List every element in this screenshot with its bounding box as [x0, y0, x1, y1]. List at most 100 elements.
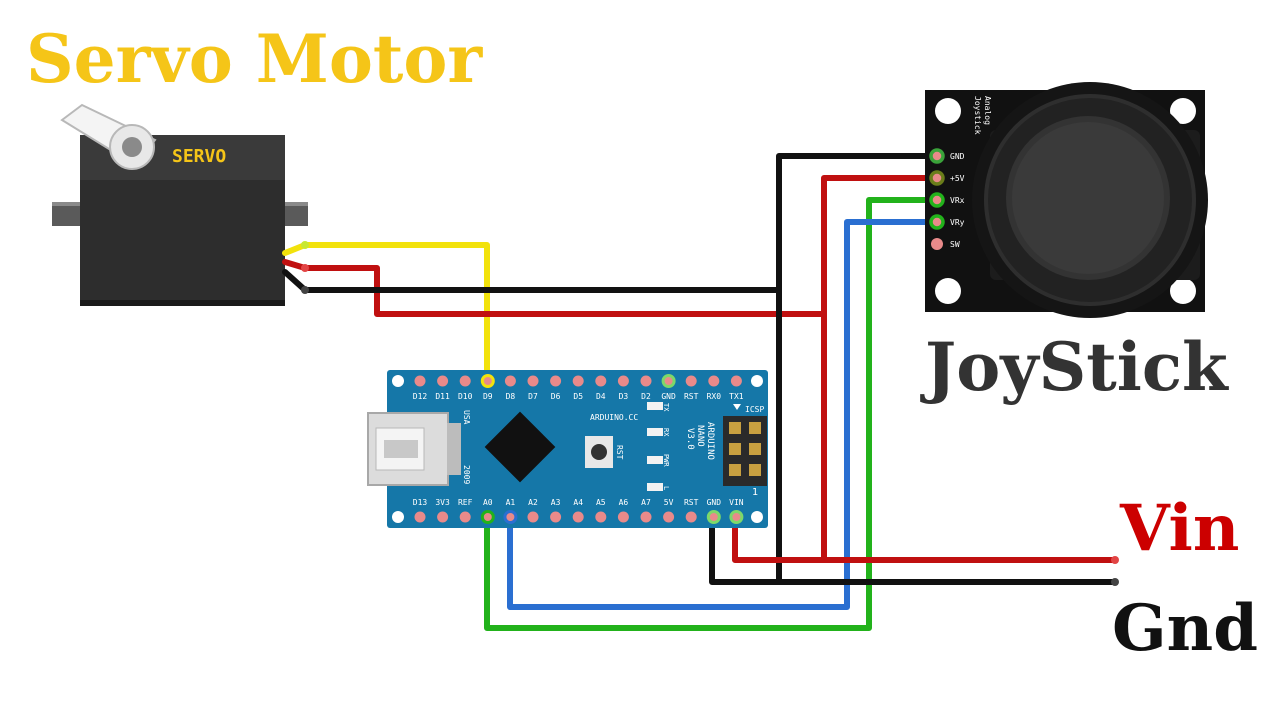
icsp-pin1-label: 1 [752, 487, 758, 498]
servo-body-label: SERVO [172, 146, 226, 167]
model-line-1: ARDUINO [705, 422, 715, 460]
red-wire-endpoint [301, 264, 309, 272]
yellow-wire-endpoint [301, 241, 309, 249]
led-tx-label: TX [662, 403, 670, 412]
nano-bottom-pin-label: A4 [573, 498, 583, 507]
nano-bottom-pin [503, 510, 518, 524]
reset-button [591, 444, 607, 460]
usb-shield [447, 423, 461, 475]
joystick-pin [929, 214, 945, 230]
nano-bottom-pin [640, 511, 652, 523]
nano-top-pin-label: D5 [573, 392, 583, 401]
icsp-arrow-icon [733, 404, 741, 410]
nano-top-pin-label: D11 [435, 392, 450, 401]
joystick-title: JoyStick [920, 328, 1229, 406]
nano-top-pin [550, 375, 562, 387]
servo-shaft [122, 137, 142, 157]
nano-bottom-pin-label: GND [707, 498, 722, 507]
joystick-pin-label: SW [950, 240, 960, 249]
nano-bottom-pin-label: 5V [664, 498, 674, 507]
nano-top-pin-label: D2 [641, 392, 651, 401]
nano-top-pin-label: RX0 [707, 392, 722, 401]
nano-mount-hole [751, 511, 763, 523]
nano-bottom-pin-label: D13 [413, 498, 428, 507]
nano-top-pin-label: D6 [551, 392, 561, 401]
gnd-title: Gnd [1112, 591, 1258, 666]
nano-top-pin-label: D3 [619, 392, 629, 401]
nano-top-pin [685, 375, 697, 387]
led-l-label: L [662, 486, 670, 490]
reset-label: RST [615, 445, 624, 460]
nano-bottom-pin-label: A7 [641, 498, 651, 507]
joystick-board-text-2: Joystick [973, 96, 982, 135]
nano-bottom-pin [663, 511, 675, 523]
joystick-mount-hole [1170, 278, 1196, 304]
nano-top-pin [572, 375, 584, 387]
nano-top-pin [661, 374, 676, 388]
nano-bottom-pin-label: A2 [528, 498, 538, 507]
icsp-pins [729, 422, 761, 476]
nano-board [387, 370, 768, 528]
led-tx [647, 402, 663, 410]
nano-top-pin [414, 375, 426, 387]
joystick-mount-hole [935, 278, 961, 304]
icsp-pin [729, 422, 741, 434]
gnd-rail-endpoint [1111, 578, 1119, 586]
nano-mount-hole [751, 375, 763, 387]
nano-bottom-pin-label: 3V3 [435, 498, 450, 507]
model-line-2: NANO [695, 425, 705, 447]
servo-motor-title: Servo Motor [26, 20, 483, 98]
joystick-pin [929, 192, 945, 208]
nano-bottom-pin [729, 510, 744, 524]
nano-bottom-pin-label: REF [458, 498, 473, 507]
nano-bottom-pin-label: A6 [619, 498, 629, 507]
nano-bottom-pin-label: A3 [551, 498, 561, 507]
led-pwr [647, 456, 663, 464]
led-rx [647, 428, 663, 436]
joystick-pin [931, 238, 943, 250]
nano-bottom-pin [527, 511, 539, 523]
nano-bottom-pin [437, 511, 449, 523]
wire-servo-power-red [282, 259, 827, 317]
wire-nano-vin-red [732, 514, 1118, 563]
led-pwr-label: PWR [662, 454, 670, 467]
nano-top-pin-label: RST [684, 392, 699, 401]
nano-bottom-pin [480, 510, 495, 524]
nano-bottom-pin [706, 510, 721, 524]
icsp-pin [729, 464, 741, 476]
servo-motor: SERVO [52, 103, 308, 306]
status-leds: TX RX PWR L [647, 402, 670, 491]
nano-top-pin [459, 375, 471, 387]
wire-joystick-vry-blue [507, 219, 940, 610]
icsp-pin [749, 464, 761, 476]
servo-bottom-edge [80, 300, 285, 306]
nano-top-pin-label: D8 [506, 392, 516, 401]
nano-top-pin [708, 375, 720, 387]
nano-top-pin [527, 375, 539, 387]
wire-servo-ground-black [282, 269, 782, 293]
nano-top-pin-label: D7 [528, 392, 538, 401]
wires [282, 153, 1119, 631]
nano-top-pin [617, 375, 629, 387]
vin-title: Vin [1119, 491, 1239, 566]
nano-bottom-pin-label: A5 [596, 498, 606, 507]
year-label: 2009 [462, 465, 471, 484]
led-l [647, 483, 663, 491]
nano-top-pin [437, 375, 449, 387]
usa-label: USA [462, 410, 471, 425]
joystick-board-text-1: Analog [983, 96, 992, 125]
nano-top-pin [504, 375, 516, 387]
joystick-pin-label: +5V [950, 174, 965, 183]
icsp-pin [729, 443, 741, 455]
nano-top-pin-label: GND [661, 392, 676, 401]
nano-top-pin [595, 375, 607, 387]
nano-top-pin [480, 374, 495, 388]
icsp-label: ICSP [745, 405, 764, 414]
nano-bottom-pin [459, 511, 471, 523]
